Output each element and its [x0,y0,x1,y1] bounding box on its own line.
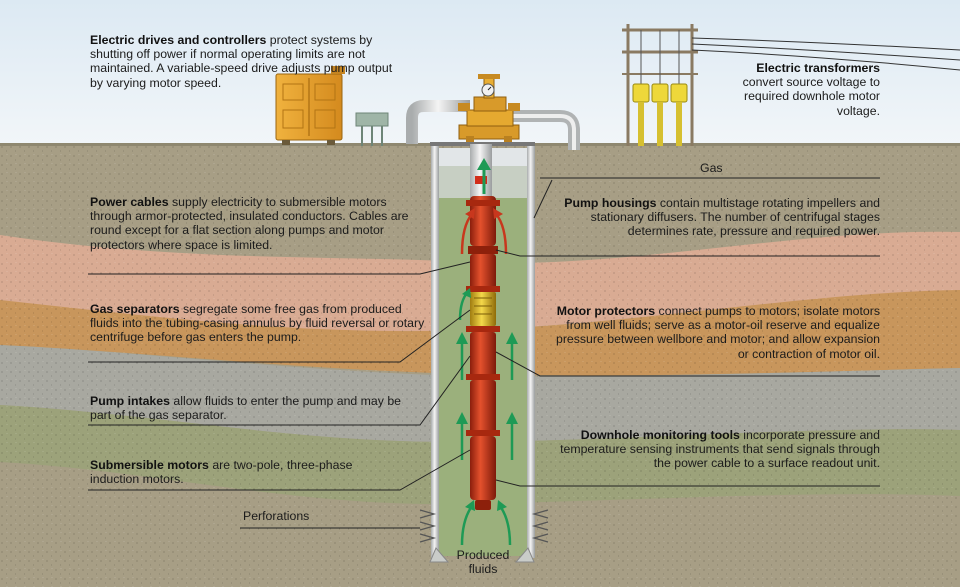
perforations-text: Perforations [243,509,310,523]
label-submersible-motors: Submersible motors are two-pole, three-p… [90,458,380,486]
motor-protectors-body: connect pumps to motors; isolate motors … [555,304,880,361]
produced-fluids-text: Produced fluids [456,548,510,577]
label-power-cables: Power cables supply electricity to subme… [90,195,425,252]
callout-lines [88,177,880,529]
surface-pipes [406,100,580,150]
power-cables-body: supply electricity to submersible motors… [90,195,409,252]
power-cables-title: Power cables [90,195,169,209]
flow-arrows [456,158,518,546]
label-gas-separators: Gas separators segregate some free gas f… [90,302,430,345]
gas-separators-title: Gas separators [90,302,180,316]
label-electric-drives: Electric drives and controllers protect … [90,33,400,90]
label-pump-intakes: Pump intakes allow fluids to enter the p… [90,394,415,422]
label-gas: Gas [700,161,723,175]
label-produced-fluids: Produced fluids [443,548,523,576]
downhole-monitoring-title: Downhole monitoring tools [580,428,740,442]
wellhead [458,74,520,144]
power-pole [622,24,960,146]
pump-intakes-title: Pump intakes [90,394,170,408]
downhole-monitoring-body: incorporate pressure and temperature sen… [560,428,880,471]
pump-housings-body: contain multistage rotating impellers an… [590,196,880,239]
submersible-motors-body: are two-pole, three-phase induction moto… [90,458,353,487]
submersible-motors-title: Submersible motors [90,458,209,472]
electric-transformers-body: convert source voltage to required downh… [742,75,880,118]
electric-drives-body: protect systems by shutting off power if… [90,33,393,90]
label-pump-housings: Pump housings contain multistage rotatin… [555,196,880,239]
label-downhole-monitoring: Downhole monitoring tools incorporate pr… [548,428,880,471]
esp-string [466,196,500,510]
pump-intakes-body: allow fluids to enter the pump and may b… [90,394,402,423]
controller-box [275,66,345,145]
junction-box [355,112,389,146]
perforations [419,509,549,563]
electric-drives-title: Electric drives and controllers [90,33,267,47]
label-electric-transformers: Electric transformers convert source vol… [700,61,880,118]
gas-text: Gas [700,161,723,175]
label-motor-protectors: Motor protectors connect pumps to motors… [552,304,880,361]
electric-transformers-title: Electric transformers [756,61,880,75]
pump-housings-title: Pump housings [564,196,657,210]
motor-protectors-title: Motor protectors [556,304,656,318]
gas-separators-body: segregate some free gas from produced fl… [90,302,425,345]
label-perforations: Perforations [243,509,309,523]
